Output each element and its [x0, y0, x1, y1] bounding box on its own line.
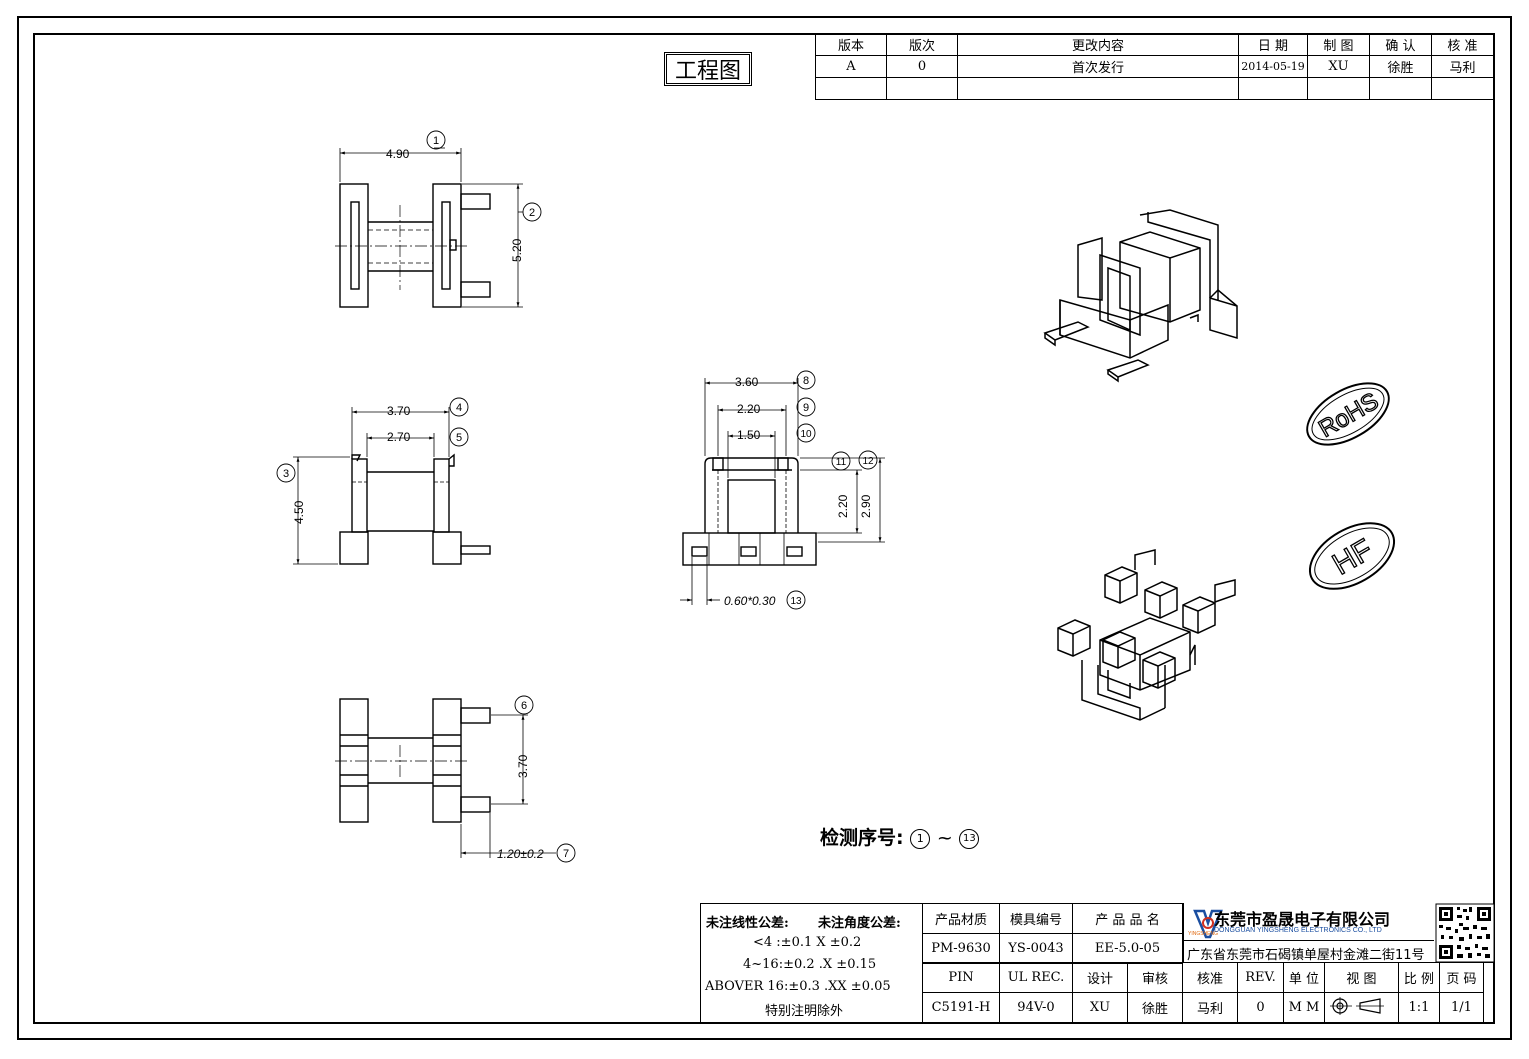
dim-text: 3.70	[387, 404, 411, 418]
rev-header-approve: 核 准	[1431, 33, 1494, 56]
dim-text: 2.20	[836, 494, 850, 518]
rev-cell: 马利	[1431, 55, 1494, 78]
review-value: 徐胜	[1127, 992, 1183, 1023]
pin-label: PIN	[922, 962, 1000, 993]
rev-cell: 2014-05-19	[1238, 55, 1308, 78]
design-label: 设计	[1072, 962, 1128, 993]
rev-value: 0	[1237, 992, 1284, 1023]
revision-row	[815, 77, 1494, 100]
view-value	[1324, 992, 1399, 1023]
balloon-7: 7	[563, 848, 569, 860]
company-block: YINGSHENG 东莞市盈晟电子有限公司 DONGGUAN YINGSHENG…	[1183, 903, 1495, 963]
ul-rec-value: 94V-0	[999, 992, 1073, 1023]
design-value: XU	[1072, 992, 1128, 1023]
dim-text: 5.20	[510, 238, 524, 262]
unit-value: M M	[1283, 992, 1325, 1023]
balloon-12: 12	[862, 456, 874, 467]
balloon-6: 6	[521, 700, 527, 712]
isometric-bottom	[1057, 549, 1236, 721]
outer-border	[17, 16, 1512, 1040]
balloon-5: 5	[456, 432, 462, 444]
inner-border	[33, 33, 1495, 1024]
product-name-label: 产 品 品 名	[1072, 903, 1183, 934]
bottom-view	[335, 695, 576, 863]
dim-text: 3.70	[516, 754, 530, 778]
inspection-end: 13	[959, 828, 980, 849]
page-label: 页 码	[1439, 962, 1484, 993]
balloon-10: 10	[800, 429, 812, 440]
dim-text: 4.50	[292, 500, 306, 524]
dim-text: 3.60	[735, 375, 759, 389]
balloon-13: 13	[790, 596, 802, 607]
review-label: 审核	[1127, 962, 1183, 993]
mold-no-label: 模具编号	[999, 903, 1073, 934]
mold-no-value: YS-0043	[999, 933, 1073, 964]
rev-cell	[1431, 77, 1494, 100]
balloon-8: 8	[803, 375, 809, 387]
projection-symbol-icon	[1329, 996, 1384, 1015]
page-value: 1/1	[1439, 992, 1484, 1023]
rev-header-change: 更改内容	[957, 33, 1239, 56]
product-name-value: EE-5.0-05	[1072, 933, 1183, 964]
scale-label: 比 例	[1398, 962, 1440, 993]
dim-text: 1.50	[737, 428, 761, 442]
isometric-top	[1043, 209, 1238, 383]
tolerance-line: <4 :±0.1 X ±0.2	[753, 935, 862, 950]
balloon-3: 3	[283, 468, 289, 480]
title-block-row: PM-9630 YS-0043 EE-5.0-05	[922, 933, 1183, 964]
revision-table: 版本 版次 更改内容 日 期 制 图 确 认 核 准 A 0 首次发行 2014…	[815, 33, 1494, 100]
dim-text: 2.90	[859, 494, 873, 518]
balloon-9: 9	[803, 402, 809, 414]
side-view	[680, 370, 885, 610]
dim-text: 1.20±0.2	[497, 847, 544, 861]
top-view	[335, 130, 542, 308]
linear-tolerance-label: 未注线性公差:	[706, 916, 789, 931]
title-block-row: C5191-H 94V-0 XU 徐胜 马利 0 M M 1:1 1/1	[922, 992, 1484, 1023]
company-logo-icon	[1193, 909, 1223, 939]
ul-rec-label: UL REC.	[999, 962, 1073, 993]
inspection-start: 1	[910, 828, 931, 849]
scale-value: 1:1	[1398, 992, 1440, 1023]
revision-row: A 0 首次发行 2014-05-19 XU 徐胜 马利	[815, 55, 1494, 78]
title-block-row: PIN UL REC. 设计 审核 核准 REV. 单 位 视 图 比 例 页 …	[922, 962, 1484, 993]
dim-text: 4.90	[386, 147, 410, 161]
tolerance-line: 4~16:±0.2 .X ±0.15	[743, 957, 877, 972]
company-name: 东莞市盈晟电子有限公司	[1214, 910, 1391, 929]
unit-label: 单 位	[1283, 962, 1325, 993]
title-block-row: 产品材质 模具编号 产 品 品 名	[922, 903, 1183, 934]
view-label: 视 图	[1324, 962, 1399, 993]
pin-value: C5191-H	[922, 992, 1000, 1023]
inspection-note: 检测序号: 1 ~ 13	[820, 823, 980, 850]
angle-tolerance-label: 未注角度公差:	[818, 916, 901, 931]
balloon-1: 1	[433, 135, 439, 147]
approve-value: 马利	[1182, 992, 1238, 1023]
balloon-11: 11	[836, 457, 847, 468]
title-block-lower: PIN UL REC. 设计 审核 核准 REV. 单 位 视 图 比 例 页 …	[922, 962, 1484, 1023]
material-value: PM-9630	[922, 933, 1000, 964]
front-view	[276, 397, 491, 565]
rev-header-confirm: 确 认	[1369, 33, 1432, 56]
dim-text: 2.20	[737, 402, 761, 416]
logo-text: YINGSHENG	[1188, 931, 1219, 937]
inspection-tilde: ~	[936, 827, 953, 849]
tolerance-note: 特别注明除外	[765, 1004, 844, 1019]
approve-label: 核准	[1182, 962, 1238, 993]
balloon-2: 2	[529, 207, 535, 219]
inspection-label: 检测序号:	[820, 827, 904, 849]
title-block-upper: 产品材质 模具编号 产 品 品 名 PM-9630 YS-0043 EE-5.0…	[922, 903, 1183, 964]
company-address: 广东省东莞市石碣镇单屋村金滩二街11号	[1187, 948, 1425, 963]
rev-label: REV.	[1237, 962, 1284, 993]
rev-header-version: 版本	[815, 33, 887, 56]
dim-text: 2.70	[387, 430, 411, 444]
qr-code-icon	[1435, 903, 1495, 963]
balloon-4: 4	[456, 402, 462, 414]
drawing-title: 工程图	[664, 52, 752, 86]
company-english: DONGGUAN YINGSHENG ELECTRONICS CO., LTD	[1214, 927, 1382, 934]
material-label: 产品材质	[922, 903, 1000, 934]
dim-text: 0.60*0.30	[724, 594, 776, 608]
tolerance-line: ABOVER 16:±0.3 .XX ±0.05	[705, 979, 891, 994]
tolerance-block: 未注线性公差: 未注角度公差: <4 :±0.1 X ±0.2 4~16:±0.…	[700, 903, 922, 1023]
